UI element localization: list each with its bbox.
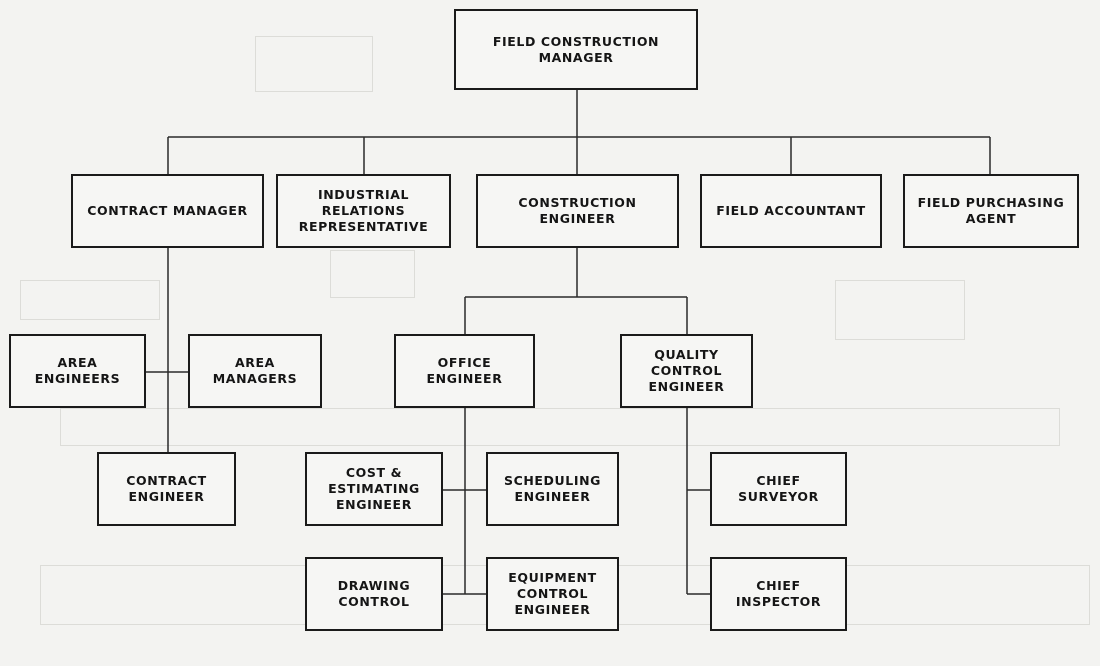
field-construction-manager-box: FIELD CONSTRUCTION MANAGER	[454, 9, 698, 90]
field-purchasing-agent-box: FIELD PURCHASING AGENT	[903, 174, 1079, 248]
show-through-artifact	[60, 408, 1060, 446]
field-accountant-box: FIELD ACCOUNTANT	[700, 174, 882, 248]
show-through-artifact	[330, 250, 415, 298]
industrial-relations-representative-box: INDUSTRIAL RELATIONS REPRESENTATIVE	[276, 174, 451, 248]
chief-surveyor-box: CHIEF SURVEYOR	[710, 452, 847, 526]
area-engineers-box: AREA ENGINEERS	[9, 334, 146, 408]
scheduling-engineer-box: SCHEDULING ENGINEER	[486, 452, 619, 526]
quality-control-engineer-box: QUALITY CONTROL ENGINEER	[620, 334, 753, 408]
show-through-artifact	[835, 280, 965, 340]
construction-engineer-box: CONSTRUCTION ENGINEER	[476, 174, 679, 248]
show-through-artifact	[20, 280, 160, 320]
contract-manager-box: CONTRACT MANAGER	[71, 174, 264, 248]
show-through-artifact	[255, 36, 373, 92]
equipment-control-engineer-box: EQUIPMENT CONTROL ENGINEER	[486, 557, 619, 631]
drawing-control-box: DRAWING CONTROL	[305, 557, 443, 631]
contract-engineer-box: CONTRACT ENGINEER	[97, 452, 236, 526]
area-managers-box: AREA MANAGERS	[188, 334, 322, 408]
office-engineer-box: OFFICE ENGINEER	[394, 334, 535, 408]
cost-estimating-engineer-box: COST & ESTIMATING ENGINEER	[305, 452, 443, 526]
chief-inspector-box: CHIEF INSPECTOR	[710, 557, 847, 631]
